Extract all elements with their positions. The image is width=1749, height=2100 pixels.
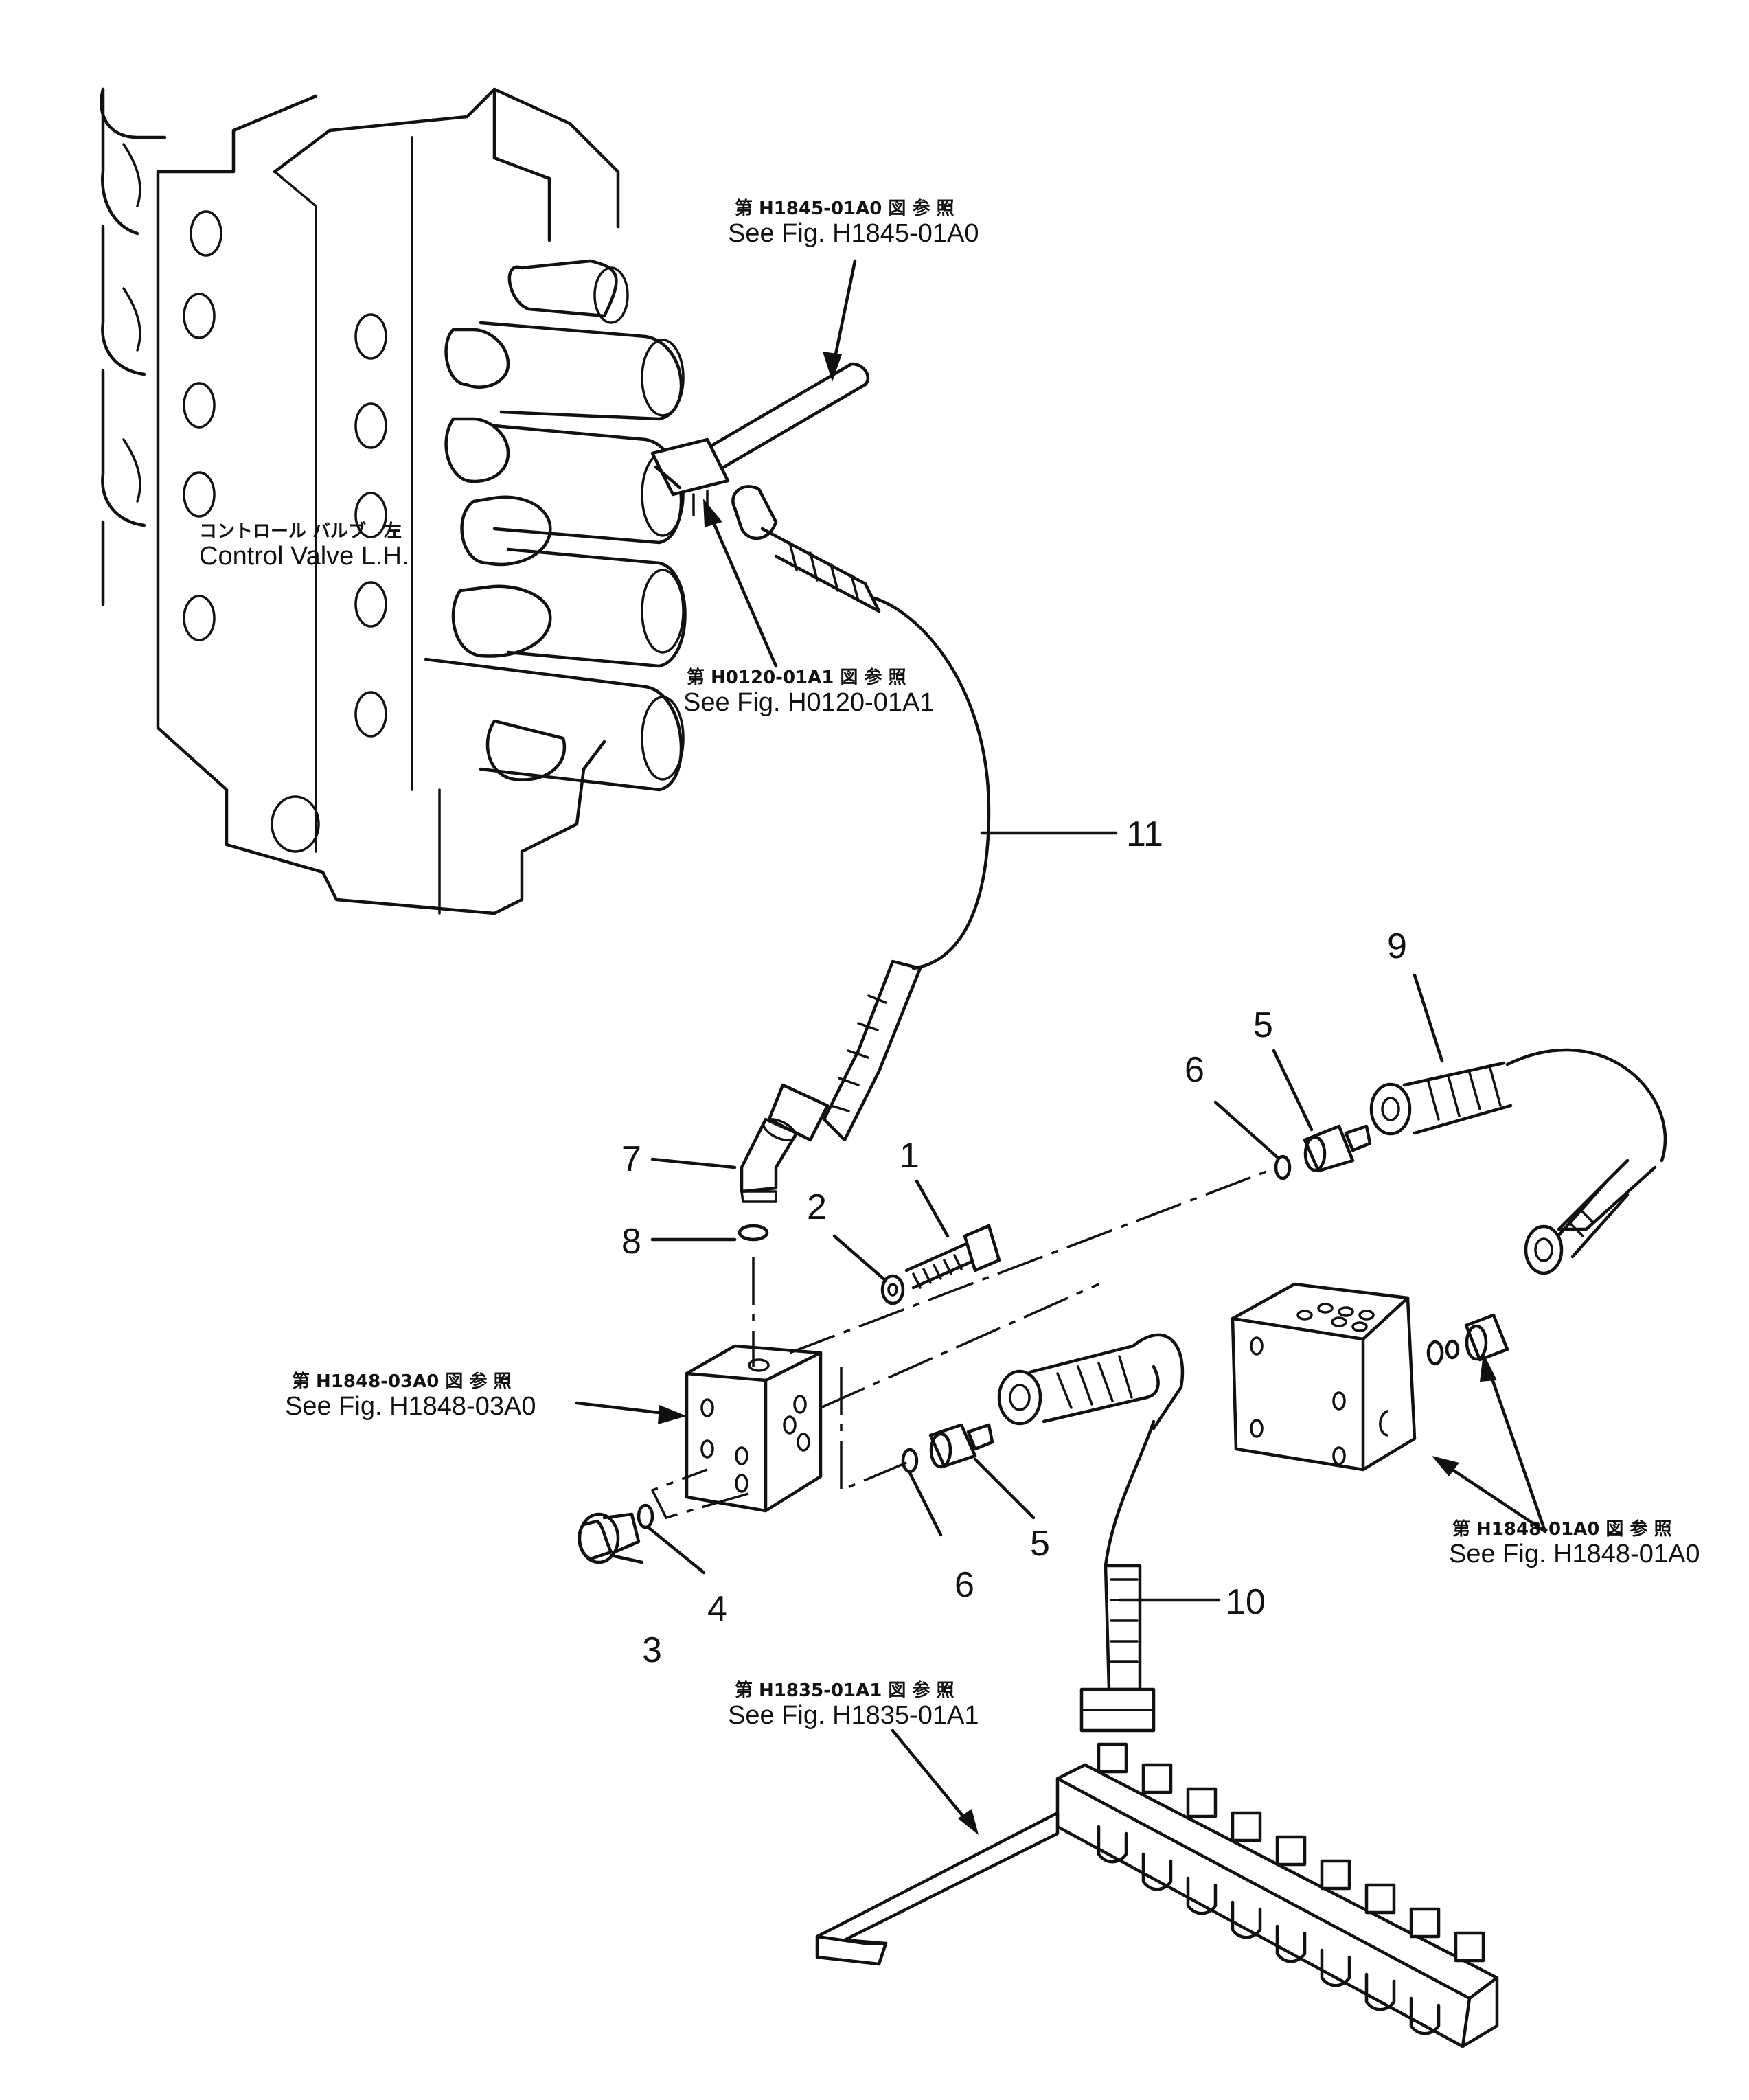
part-number-11: 11 [1126,814,1163,854]
ref-h1845-ja: 第 H1845-01A0 図 参 照 [735,198,954,219]
centerlines [650,1166,1278,1520]
manifold-fittings [1097,1742,1485,1963]
ref-h1848-03-en: See Fig. H1848-03A0 [285,1392,536,1421]
ref-h0120-ja: 第 H0120-01A1 図 参 照 [687,667,906,688]
manifold-stubs [1097,1825,1441,2035]
ref-h1848-03-ja: 第 H1848-03A0 図 参 照 [292,1371,512,1392]
leader-h1848-01 [1432,1353,1547,1533]
control-valve-ja: コントロール バルブ 左 [199,521,402,542]
part-5-adapter-lower [928,1423,994,1469]
part-number-5b: 5 [1030,1524,1050,1564]
part-number-8: 8 [621,1222,641,1262]
right-block [1231,1282,1417,1472]
part-6-oring-upper [1274,1154,1292,1180]
leader-h1835 [891,1728,979,1835]
part-number-9: 9 [1387,926,1407,966]
hose-11 [731,485,991,1142]
spool-caps [424,259,687,792]
part-number-6a: 6 [1185,1050,1204,1090]
ref-h1845-en: See Fig. H1845-01A0 [728,219,979,248]
part-number-2: 2 [807,1187,827,1227]
part-number-6b: 6 [954,1565,974,1605]
part-number-7: 7 [621,1139,641,1179]
control-valve-en: Control Valve L.H. [199,542,409,571]
hose-10 [997,1333,1185,1733]
part-number-10: 10 [1226,1582,1266,1622]
left-block [685,1344,823,1513]
ref-h1848-01-en: See Fig. H1848-01A0 [1449,1540,1700,1568]
leader-h1845 [823,259,857,382]
part-3-plug [578,1512,641,1564]
ref-h1835-en: See Fig. H1835-01A1 [728,1701,979,1730]
part-6-oring-lower [901,1448,919,1474]
part-2-washer [880,1274,905,1305]
callout-leaders [609,831,1444,1602]
reference-labels: 第 H1845-01A0 図 参 照 See Fig. H1845-01A0 コ… [199,198,1700,1730]
part-number-5a: 5 [1253,1005,1273,1045]
part-8-oring [738,1224,769,1242]
leader-h1848-03 [575,1401,687,1424]
control-valve-body [100,87,687,915]
part-number-1: 1 [900,1136,919,1176]
part-7-elbow [740,1117,799,1203]
manifold [815,1742,1499,2048]
ref-h1835-ja: 第 H1835-01A1 図 参 照 [735,1680,954,1701]
ref-h0120-en: See Fig. H0120-01A1 [683,688,934,717]
part-5-adapter-upper [1303,1124,1372,1173]
part-4-oring [637,1503,654,1529]
right-fittings [1426,1313,1509,1366]
leader-h0120 [703,499,778,668]
part-number-labels: 1 2 3 4 5 5 6 6 7 8 9 10 11 [621,814,1407,1670]
hose-9 [1369,1048,1667,1275]
part-1-bolt [904,1224,1001,1290]
ref-h1848-01-ja: 第 H1848-01A0 図 参 照 [1452,1518,1672,1540]
part-number-4: 4 [707,1589,727,1629]
part-number-3: 3 [642,1630,662,1670]
